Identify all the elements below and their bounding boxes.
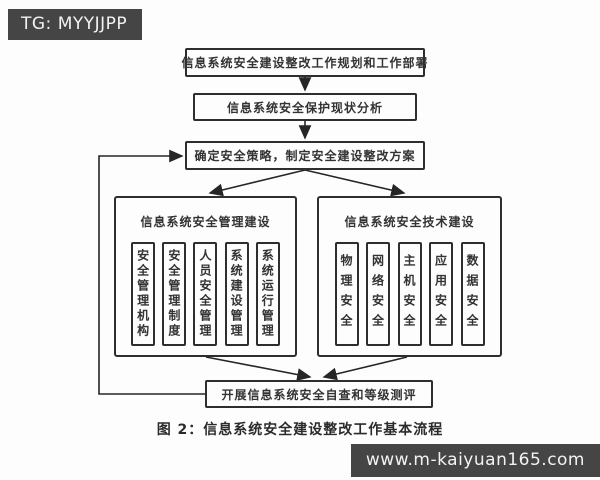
group-management: 信息系统安全管理建设 安全管理机构 安全管理制度 人员安全管理 系统建设管理 系… <box>114 196 297 357</box>
group-technical: 信息系统安全技术建设 物理安全 网络安全 主机安全 应用安全 数据安全 <box>317 196 502 357</box>
vitem-network-security: 网络安全 <box>366 242 390 346</box>
group-management-items: 安全管理机构 安全管理制度 人员安全管理 系统建设管理 系统运行管理 <box>116 242 295 346</box>
vitem-host-security: 主机安全 <box>397 242 422 346</box>
vitem-security-org: 安全管理机构 <box>131 242 156 346</box>
group-technical-items: 物理安全 网络安全 主机安全 应用安全 数据安全 <box>319 242 500 346</box>
watermark-website-badge: www.m-kaiyuan165.com <box>350 444 600 477</box>
group-technical-title: 信息系统安全技术建设 <box>344 215 475 229</box>
vitem-application-security: 应用安全 <box>429 242 453 346</box>
vitem-security-rules: 安全管理制度 <box>162 242 187 346</box>
figure-caption: 图 2：信息系统安全建设整改工作基本流程 <box>156 422 444 438</box>
watermark-telegram-badge: TG: MYYJJPP <box>8 9 143 40</box>
vitem-system-operation: 系统运行管理 <box>255 242 280 346</box>
flow-node-status-analysis: 信息系统安全保护现状分析 <box>193 93 417 121</box>
flow-node-self-check: 开展信息系统安全自查和等级测评 <box>205 380 433 408</box>
vitem-physical-security: 物理安全 <box>334 242 359 346</box>
flow-node-strategy: 确定安全策略，制定安全建设整改方案 <box>185 141 425 170</box>
vitem-system-construction: 系统建设管理 <box>224 242 249 346</box>
group-management-title: 信息系统安全管理建设 <box>140 215 271 229</box>
vitem-data-security: 数据安全 <box>460 242 485 346</box>
flow-node-planning: 信息系统安全建设整改工作规划和工作部署 <box>182 48 428 77</box>
vitem-personnel-security: 人员安全管理 <box>193 242 218 346</box>
